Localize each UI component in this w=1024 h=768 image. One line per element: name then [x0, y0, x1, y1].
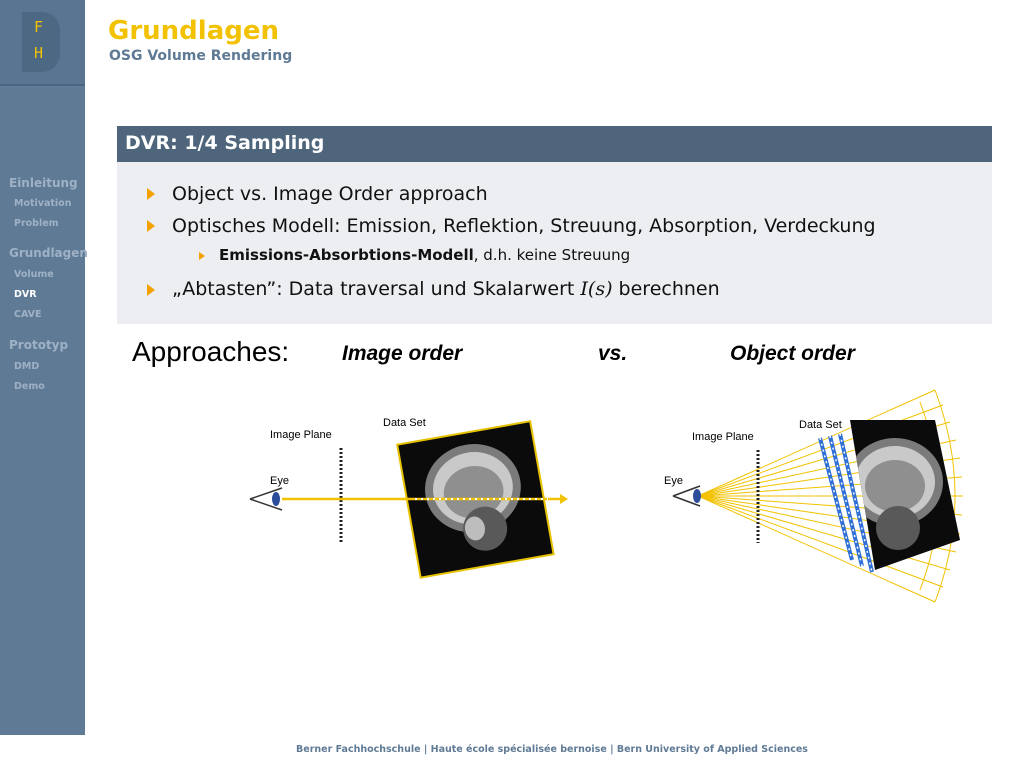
- nav-item-volume[interactable]: Volume: [14, 269, 54, 280]
- right-eye-icon: [672, 485, 701, 507]
- slide-subtitle: OSG Volume Rendering: [109, 48, 293, 64]
- logo-letter-f: F: [34, 18, 44, 36]
- bullet-3-post: berechnen: [612, 278, 720, 300]
- block-title: DVR: 1/4 Sampling: [125, 132, 325, 154]
- nav-section-grundlagen[interactable]: Grundlagen: [9, 246, 88, 260]
- approaches-label: Approaches:: [132, 336, 290, 367]
- right-eye-pupil: [693, 489, 701, 503]
- bullet-marker-icon: [147, 284, 155, 296]
- object-order-label: Object order: [730, 342, 855, 365]
- right-data-set-label: Data Set: [799, 419, 842, 431]
- left-eye-label: Eye: [270, 475, 289, 487]
- nav-item-cave[interactable]: CAVE: [14, 309, 42, 320]
- sub-bullet-bold: Emissions-Absorbtions-Modell: [219, 246, 474, 264]
- right-image-plane-label: Image Plane: [692, 431, 754, 443]
- sidebar: [0, 0, 85, 735]
- bullet-3: „Abtasten”: Data traversal und Skalarwer…: [172, 278, 720, 300]
- left-eye-pupil: [272, 492, 280, 506]
- logo-letter-h: H: [34, 44, 44, 62]
- rendering-approaches-diagram: Eye Image Plane Data Set Eye Image Plane…: [249, 389, 963, 603]
- block-body: Object vs. Image Order approach Optische…: [117, 162, 992, 324]
- bullet-3-math: I(s): [580, 278, 613, 300]
- nav-item-dvr[interactable]: DVR: [14, 289, 37, 300]
- left-data-set: [396, 420, 555, 579]
- nav-section-prototyp[interactable]: Prototyp: [9, 338, 69, 352]
- nav-item-dmd[interactable]: DMD: [14, 361, 40, 372]
- vs-label: vs.: [598, 342, 628, 365]
- bullet-3-pre: „Abtasten”: Data traversal und Skalarwer…: [172, 278, 581, 300]
- bullet-1: Object vs. Image Order approach: [172, 183, 488, 205]
- sub-bullet-marker-icon: [199, 252, 205, 260]
- sub-bullet-1: Emissions-Absorbtions-Modell, d.h. keine…: [219, 246, 630, 264]
- slide-title: Grundlagen: [108, 16, 280, 46]
- bullet-marker-icon: [147, 188, 155, 200]
- nav-item-demo[interactable]: Demo: [14, 381, 45, 392]
- image-order-label: Image order: [342, 342, 463, 365]
- nav-item-problem[interactable]: Problem: [14, 218, 59, 229]
- bullet-marker-icon: [147, 220, 155, 232]
- left-ray-arrow-icon: [560, 494, 568, 504]
- left-image-plane-label: Image Plane: [270, 429, 332, 441]
- footer: Berner Fachhochschule | Haute école spéc…: [296, 744, 808, 755]
- bullet-2: Optisches Modell: Emission, Reflektion, …: [172, 215, 876, 237]
- right-data-set: [818, 420, 960, 573]
- block-header: DVR: 1/4 Sampling: [117, 126, 992, 162]
- sidebar-divider: [0, 84, 85, 86]
- bfh-logo: [22, 12, 60, 72]
- sub-bullet-rest: , d.h. keine Streuung: [473, 246, 631, 264]
- object-order-diagram: Eye Image Plane Data Set: [664, 389, 963, 603]
- nav-section-einleitung[interactable]: Einleitung: [9, 176, 78, 190]
- nav-item-motivation[interactable]: Motivation: [14, 198, 72, 209]
- image-order-diagram: Eye Image Plane Data Set: [249, 417, 568, 579]
- right-eye-label: Eye: [664, 475, 683, 487]
- left-data-set-label: Data Set: [383, 417, 426, 429]
- left-eye-icon: [249, 487, 283, 511]
